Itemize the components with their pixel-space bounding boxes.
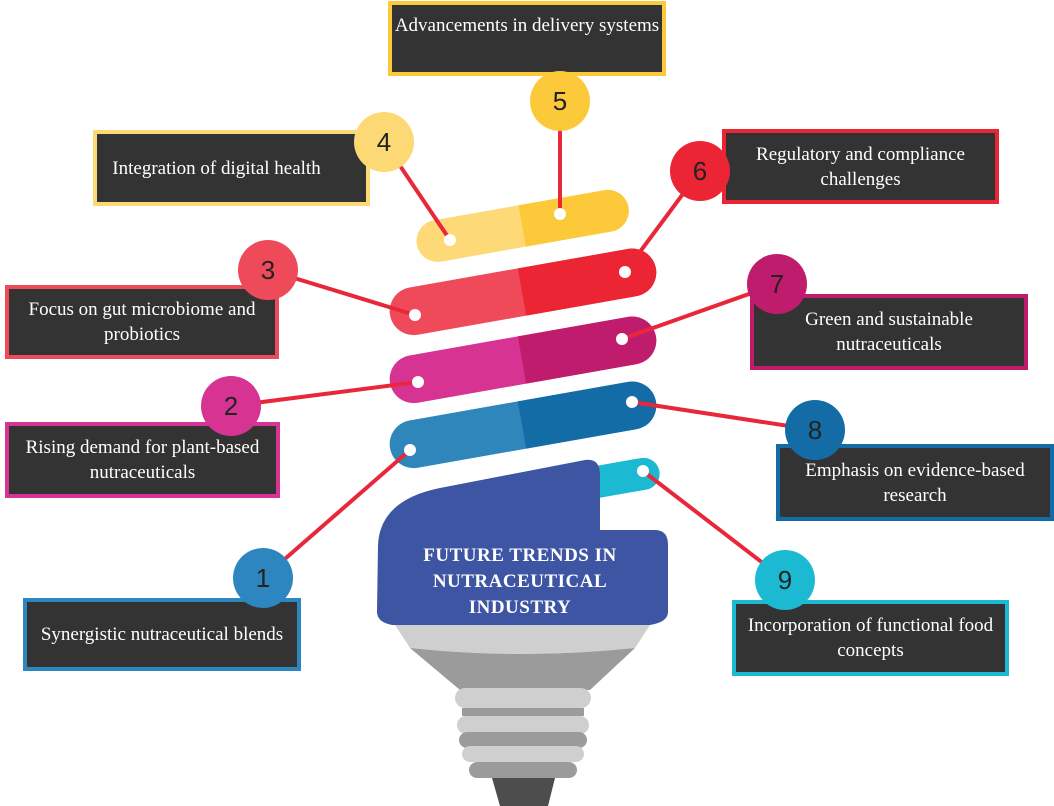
trend-box-5: Advancements in delivery systems xyxy=(388,1,666,76)
number-badge-7: 7 xyxy=(747,254,807,314)
number-badge-3: 3 xyxy=(238,240,298,300)
bulb-base xyxy=(455,688,591,806)
trend-box-6: Regulatory and compliance challenges xyxy=(722,129,999,204)
trend-box-8: Emphasis on evidence-based research xyxy=(776,444,1054,521)
bulb-neck xyxy=(395,625,650,654)
center-title: FUTURE TRENDS IN NUTRACEUTICAL INDUSTRY xyxy=(423,545,617,618)
trend-box-1: Synergistic nutraceutical blends xyxy=(23,598,301,671)
connector-dots xyxy=(404,208,649,477)
number-badge-2: 2 xyxy=(201,376,261,436)
bulb-body xyxy=(377,459,668,625)
number-badge-8: 8 xyxy=(785,400,845,460)
number-badge-6: 6 xyxy=(670,141,730,201)
number-badge-9: 9 xyxy=(755,550,815,610)
trend-box-3: Focus on gut microbiome and probiotics xyxy=(5,285,279,359)
number-badge-5: 5 xyxy=(530,71,590,131)
number-badge-4: 4 xyxy=(354,112,414,172)
number-badge-1: 1 xyxy=(233,548,293,608)
trend-box-9: Incorporation of functional food concept… xyxy=(732,600,1009,676)
trend-box-4: Integration of digital health xyxy=(93,130,370,206)
